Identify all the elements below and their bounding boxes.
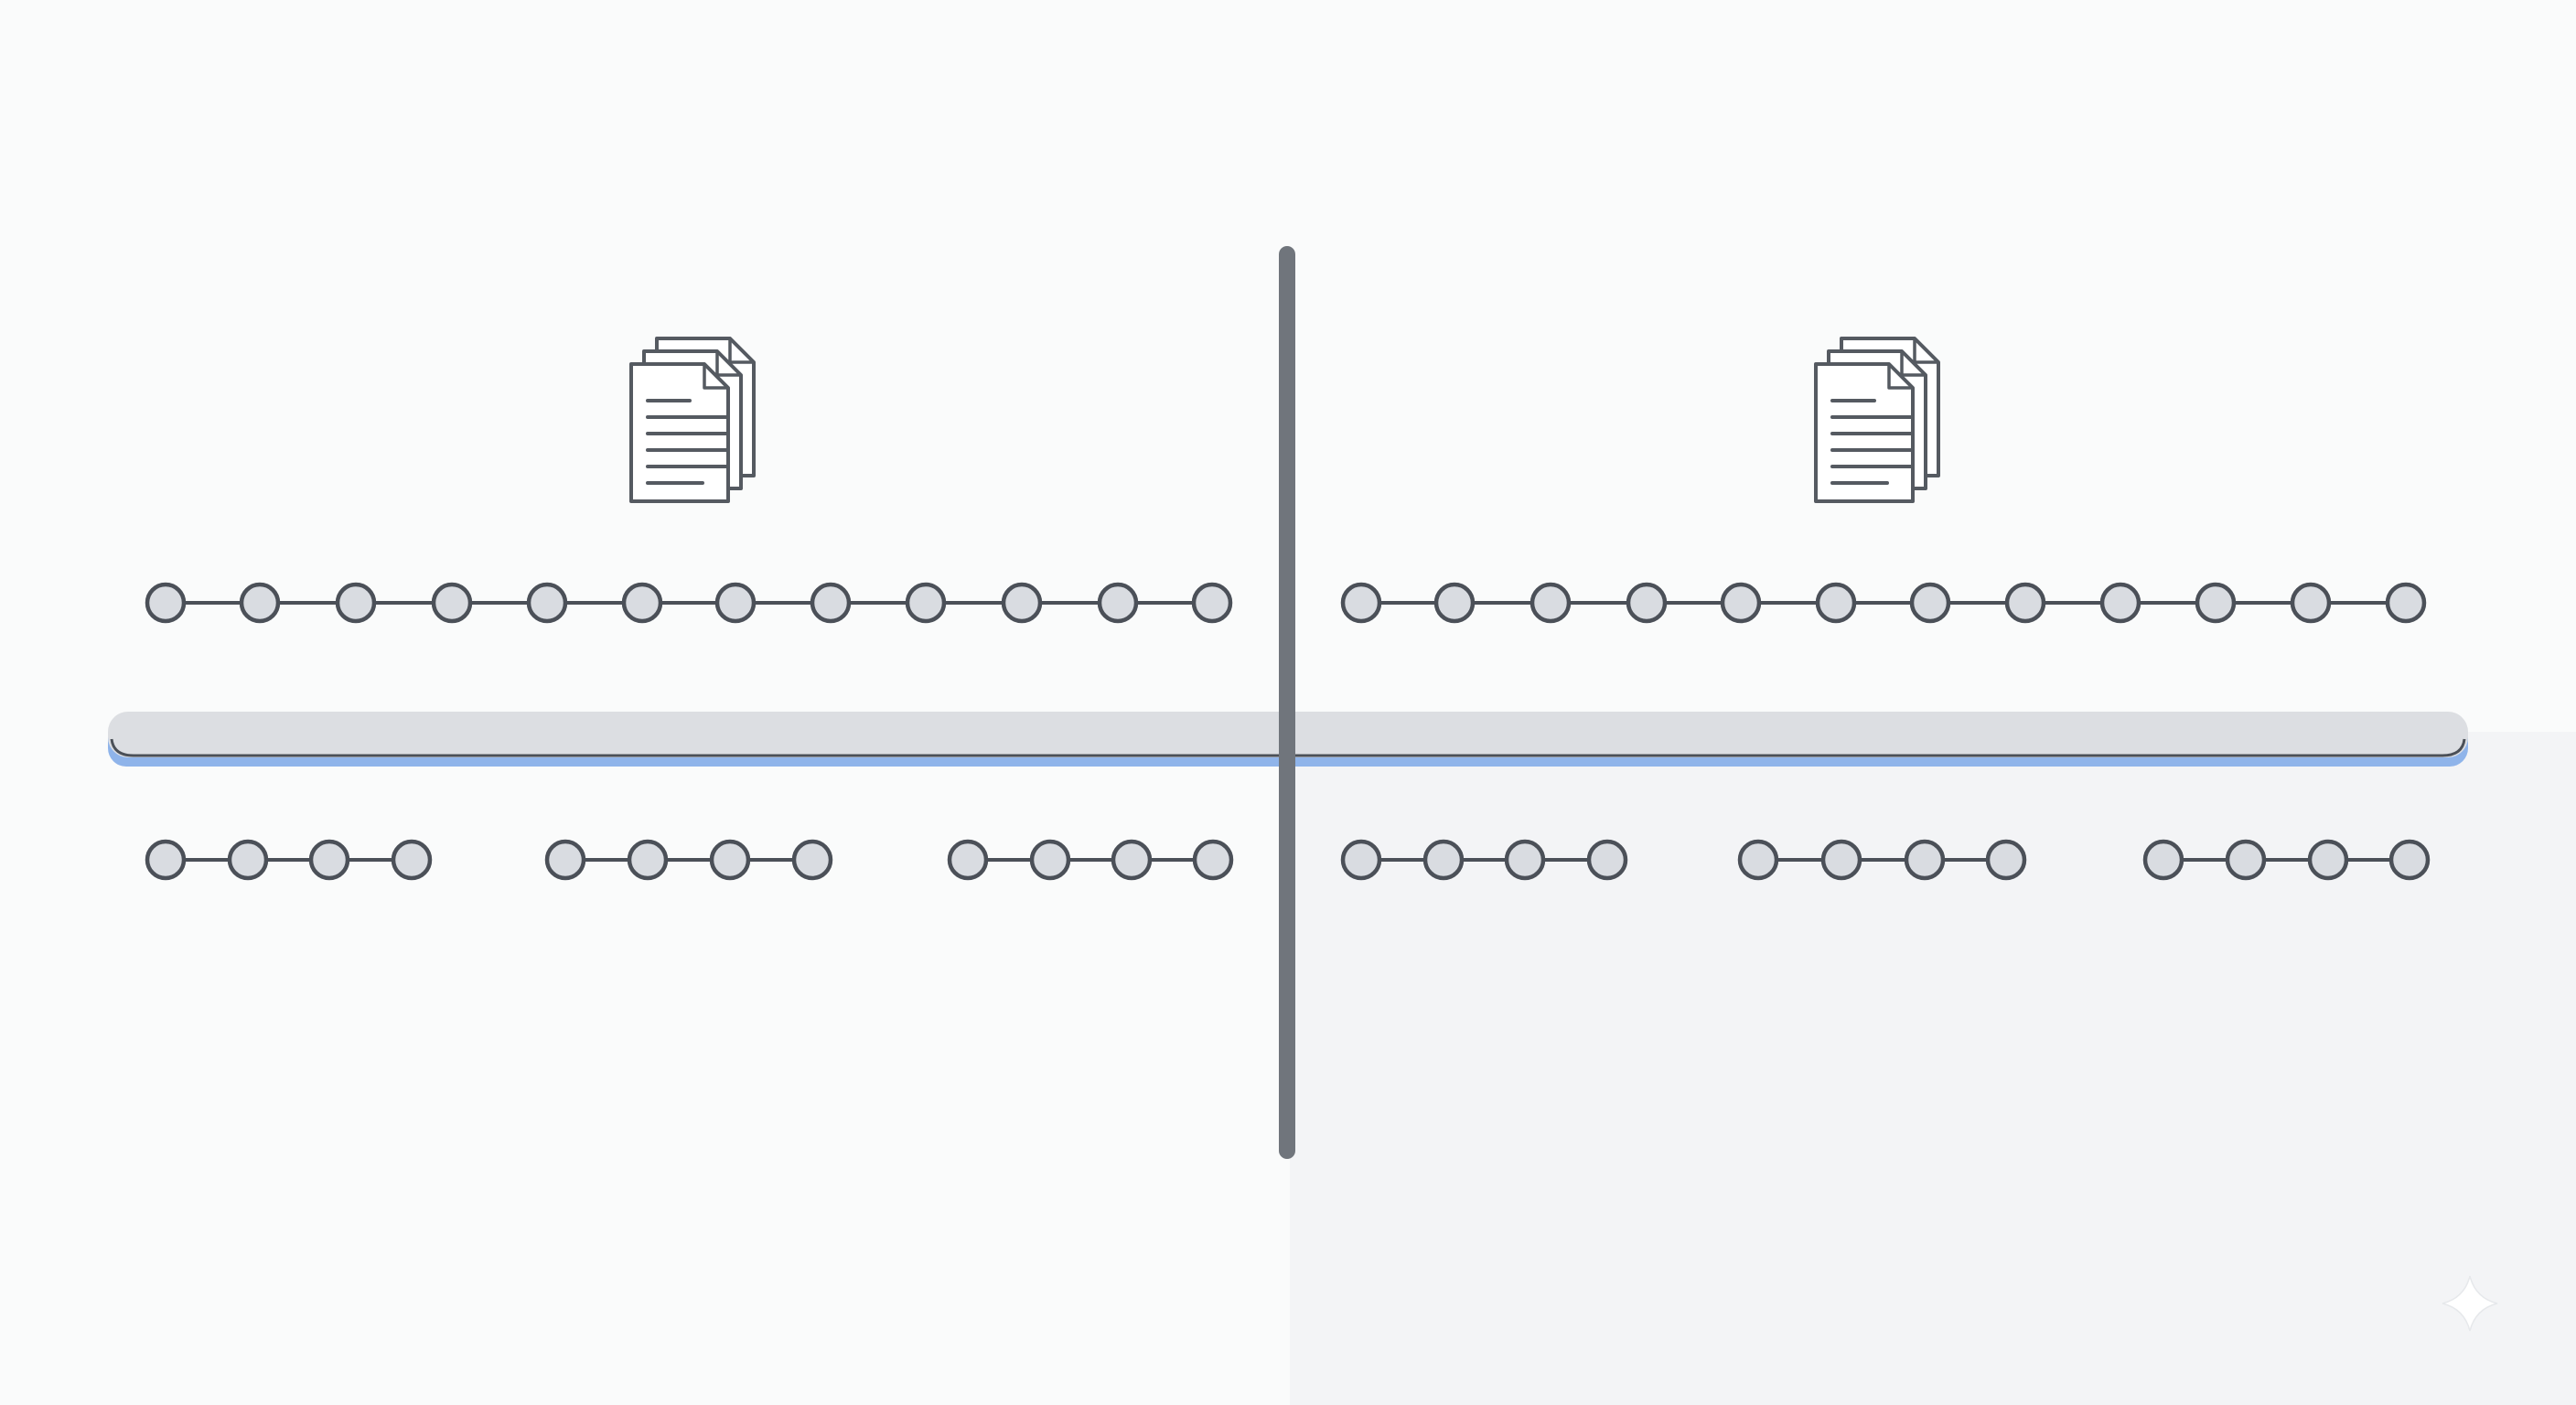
left-bottom-group-2: [544, 839, 833, 881]
node: [1111, 839, 1153, 881]
sparkle-icon: [2442, 1275, 2498, 1332]
node: [2225, 839, 2267, 881]
node: [1504, 839, 1546, 881]
node: [627, 839, 669, 881]
node: [714, 582, 757, 624]
document-fold: [703, 364, 728, 390]
node: [791, 839, 833, 881]
left-top-row: [145, 582, 1233, 624]
node: [1720, 582, 1762, 624]
node: [2004, 582, 2046, 624]
node: [1904, 839, 1946, 881]
node: [2195, 582, 2237, 624]
node: [1820, 839, 1862, 881]
node: [1985, 839, 2027, 881]
right-top-row: [1340, 582, 2427, 624]
top-node-rows: [145, 582, 2427, 624]
left-document-stack-icon: [629, 337, 756, 503]
node: [2385, 582, 2427, 624]
node: [810, 582, 852, 624]
node: [227, 839, 269, 881]
node: [431, 582, 473, 624]
node: [145, 839, 187, 881]
node: [2290, 582, 2332, 624]
node: [1340, 839, 1382, 881]
left-bottom-group-3: [947, 839, 1234, 881]
node: [1586, 839, 1628, 881]
node: [709, 839, 751, 881]
node: [1909, 582, 1951, 624]
node: [1029, 839, 1071, 881]
right-bottom-group-2: [1737, 839, 2027, 881]
node: [1097, 582, 1139, 624]
sparkle-shape: [2442, 1275, 2498, 1332]
node: [2307, 839, 2349, 881]
node: [544, 839, 586, 881]
node: [2142, 839, 2184, 881]
node: [335, 582, 377, 624]
node: [1815, 582, 1857, 624]
right-bottom-group-1: [1340, 839, 1628, 881]
node: [145, 582, 187, 624]
node: [391, 839, 433, 881]
right-panel-background: [1290, 732, 2576, 1405]
node: [1191, 582, 1233, 624]
node: [905, 582, 947, 624]
node: [1530, 582, 1572, 624]
node: [1192, 839, 1234, 881]
node: [947, 839, 989, 881]
document-fold: [1887, 364, 1913, 390]
right-bottom-group-3: [2142, 839, 2431, 881]
icons-layer: [629, 337, 1940, 503]
node: [1422, 839, 1465, 881]
node: [2388, 839, 2431, 881]
left-bottom-group-1: [145, 839, 433, 881]
node: [621, 582, 663, 624]
node: [1001, 582, 1043, 624]
bottom-node-groups: [145, 839, 2431, 881]
node: [2099, 582, 2141, 624]
node: [1737, 839, 1779, 881]
node: [526, 582, 568, 624]
node: [1433, 582, 1476, 624]
node: [1340, 582, 1382, 624]
node: [308, 839, 350, 881]
node: [239, 582, 281, 624]
node: [1626, 582, 1668, 624]
right-document-stack-icon: [1814, 337, 1940, 503]
